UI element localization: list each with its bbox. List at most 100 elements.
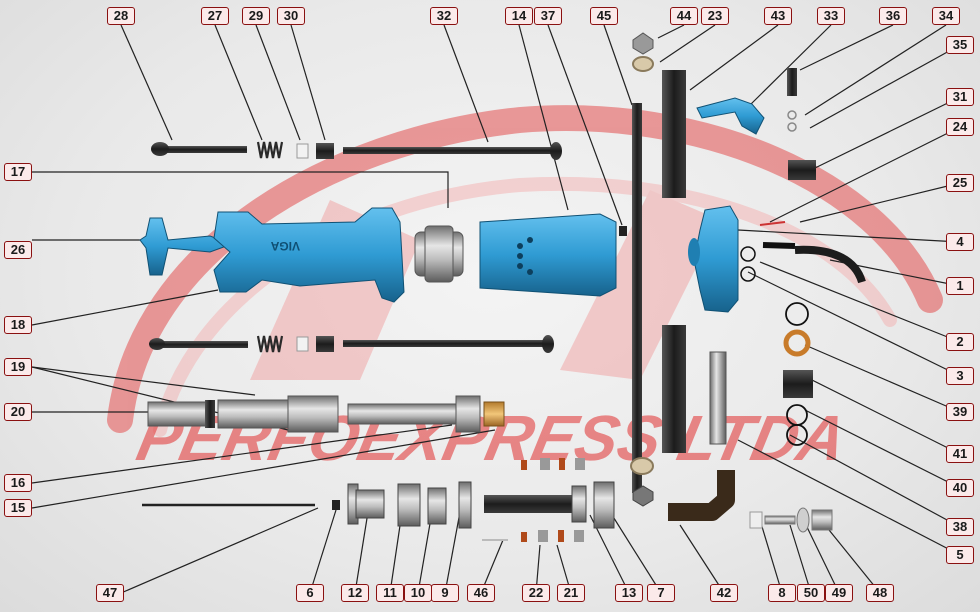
plug-31 (788, 160, 816, 180)
throttle-lever-43 (696, 97, 765, 135)
body-brand: VIGA (270, 239, 300, 253)
callout-11: 11 (376, 584, 404, 602)
callout-5: 5 (946, 546, 974, 564)
nut-30 (316, 143, 334, 159)
pawl-21b (574, 530, 584, 542)
callout-8: 8 (768, 584, 796, 602)
callout-25: 25 (946, 174, 974, 192)
elbow-42 (668, 470, 735, 521)
callout-6: 6 (296, 584, 324, 602)
lower-bolt (149, 338, 248, 350)
cylinder-14 (479, 213, 617, 297)
pawl-22 (521, 532, 527, 542)
pawl-a (521, 460, 527, 470)
callout-15: 15 (4, 499, 32, 517)
ring-34 (787, 110, 797, 120)
washer-29 (296, 143, 309, 159)
callout-3: 3 (946, 367, 974, 385)
ring-20b (205, 400, 215, 428)
bush-12 (347, 483, 385, 525)
callout-20: 20 (4, 403, 32, 421)
long-bolt-32 (343, 142, 562, 160)
callout-38: 38 (946, 518, 974, 536)
nut-48 (811, 509, 833, 531)
nut-44 (632, 32, 654, 55)
callout-12: 12 (341, 584, 369, 602)
callout-35: 35 (946, 36, 974, 54)
lower-washer (296, 336, 309, 352)
callout-49: 49 (825, 584, 853, 602)
part-6 (332, 500, 340, 510)
bolt-50 (764, 515, 796, 525)
callout-18: 18 (4, 316, 32, 334)
callout-19: 19 (4, 358, 32, 376)
ring-10 (427, 487, 447, 525)
callout-10: 10 (404, 584, 432, 602)
callout-48: 48 (866, 584, 894, 602)
nut-15 (483, 401, 505, 427)
callout-27: 27 (201, 7, 229, 25)
callout-28: 28 (107, 7, 135, 25)
callout-9: 9 (431, 584, 459, 602)
callout-13: 13 (615, 584, 643, 602)
rifle-bar-16 (347, 395, 481, 433)
washer-8 (749, 511, 763, 529)
callout-47: 47 (96, 584, 124, 602)
oring-39 (785, 302, 809, 326)
callout-7: 7 (647, 584, 675, 602)
ring-35 (787, 122, 797, 132)
nut-lower (632, 485, 654, 507)
main-body-18: VIGA (213, 207, 405, 303)
pawl-d (575, 458, 585, 470)
callout-44: 44 (670, 7, 698, 25)
callout-43: 43 (764, 7, 792, 25)
callout-17: 17 (4, 163, 32, 181)
valve-chest-17 (414, 225, 464, 283)
callout-26: 26 (4, 241, 32, 259)
sleeve-upper-23 (662, 70, 686, 198)
callout-40: 40 (946, 479, 974, 497)
pawl-c (559, 458, 565, 470)
callout-22: 22 (522, 584, 550, 602)
callout-42: 42 (710, 584, 738, 602)
callout-45: 45 (590, 7, 618, 25)
callout-39: 39 (946, 403, 974, 421)
callout-14: 14 (505, 7, 533, 25)
piston-19 (217, 395, 339, 433)
callout-41: 41 (946, 445, 974, 463)
callout-4: 4 (946, 233, 974, 251)
lower-spring (256, 335, 284, 353)
callout-16: 16 (4, 474, 32, 492)
top-spring-27 (256, 141, 284, 159)
callout-32: 32 (430, 7, 458, 25)
callout-21: 21 (557, 584, 585, 602)
long-rod-45 (632, 103, 642, 493)
oring-38 (786, 424, 808, 446)
pawl-21 (558, 530, 564, 542)
plug-37 (619, 226, 627, 236)
lower-long-bolt (343, 335, 554, 353)
callout-30: 30 (277, 7, 305, 25)
oring-3a (740, 246, 756, 262)
callout-1: 1 (946, 277, 974, 295)
washer-49 (796, 507, 810, 533)
rifle-nut-13 (484, 485, 587, 523)
washer-23 (632, 56, 654, 72)
callout-33: 33 (817, 7, 845, 25)
chuck-7 (593, 481, 615, 529)
callout-36: 36 (879, 7, 907, 25)
plug-41 (783, 370, 813, 398)
lower-nut (316, 336, 334, 352)
pin-24 (759, 221, 786, 226)
pawl-b (540, 458, 550, 470)
callout-2: 2 (946, 333, 974, 351)
screw-36 (787, 68, 797, 96)
sleeve-lower (662, 325, 686, 453)
top-bolt-28 (151, 142, 247, 156)
ratchet-11 (397, 483, 421, 527)
washer-9 (458, 481, 472, 529)
valve-stem-5 (709, 351, 727, 445)
back-head-26 (139, 217, 234, 276)
